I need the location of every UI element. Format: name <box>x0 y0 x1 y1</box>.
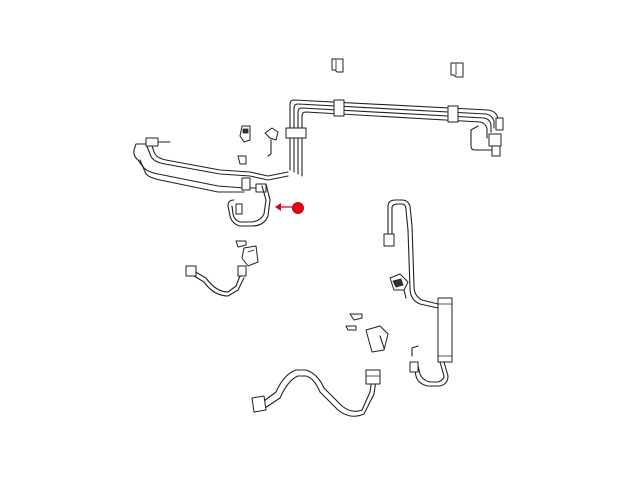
clip-lower-mid-c <box>345 325 357 331</box>
callout-arrowhead <box>275 203 281 211</box>
flex-hose-center <box>227 183 271 227</box>
junction-block <box>389 273 409 299</box>
callout-marker <box>292 202 304 214</box>
clip-mid-left-a <box>235 240 247 248</box>
flex-hose-left <box>185 265 247 297</box>
top-clip-right <box>450 62 464 78</box>
bracket-upper-right <box>264 127 279 157</box>
clip-lower-mid-a <box>349 313 363 321</box>
bracket-upper-left <box>239 125 251 143</box>
right-brake-line <box>383 199 453 387</box>
small-clip-center <box>237 155 247 165</box>
flex-hose-bottom <box>251 369 381 417</box>
left-brake-line <box>133 137 289 193</box>
upper-brake-line-bundle <box>285 99 504 177</box>
clip-lower-mid-b <box>365 325 389 353</box>
clip-mid-left-b <box>241 245 259 267</box>
top-clip-left <box>331 58 344 73</box>
callout-indicator <box>275 202 304 214</box>
